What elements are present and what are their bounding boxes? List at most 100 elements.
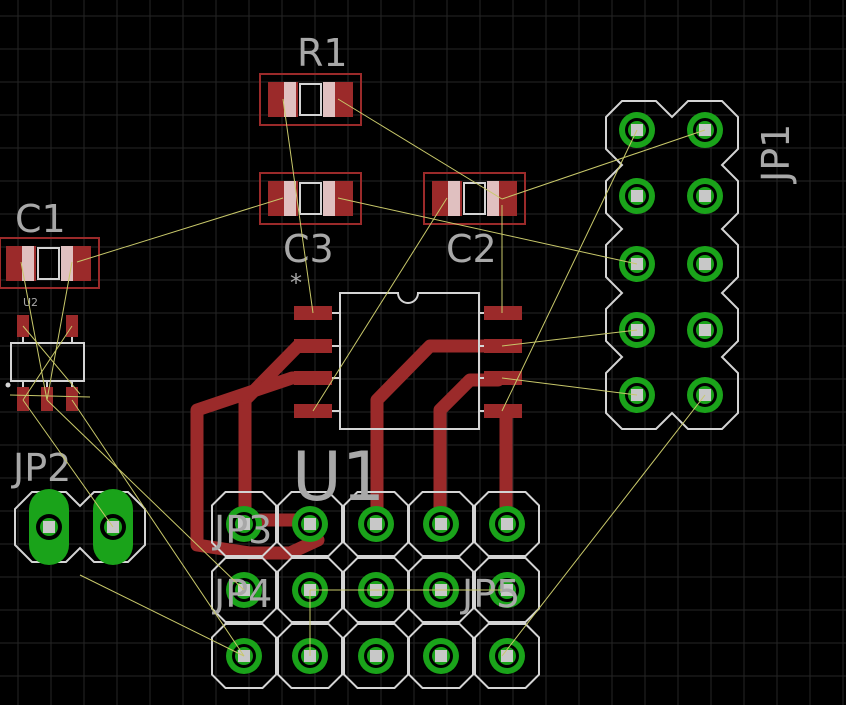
grid-header-cell-outline [211, 623, 277, 689]
airwires [9, 98, 706, 657]
u1-pad-5[interactable] [484, 404, 522, 418]
airwire [46, 399, 245, 591]
label-jp3: JP3 [212, 508, 272, 552]
airwire [76, 197, 284, 263]
airwire [71, 399, 245, 657]
label-jp5: JP5 [460, 572, 520, 616]
ic-u1[interactable] [294, 292, 522, 430]
airwire [22, 325, 73, 401]
grid-header-pad-r3-c5-drill [501, 650, 513, 662]
grid-header-cell-outline [343, 623, 409, 689]
silkscreen-labels: R1 C1 C3 C2 * U2 U1 JP2 JP3 JP4 JP5 JP1 [11, 31, 798, 616]
label-u1-pin1-marker: * [290, 269, 302, 297]
label-jp1: JP1 [754, 124, 798, 184]
c1-body [37, 247, 60, 280]
grid-header-cell-outline [408, 557, 474, 623]
airwire [312, 197, 448, 412]
grid-header-cell-outline [474, 557, 540, 623]
c2-pad-2-highlight [487, 181, 499, 216]
c1-pad-1-highlight [22, 246, 34, 281]
r1-outline [259, 73, 362, 126]
grid-header-cell-outline [343, 557, 409, 623]
resistor-r1[interactable] [259, 73, 362, 126]
grid-header-pad-r1-c1-drill [238, 518, 250, 530]
grid-header-cell-outline [277, 623, 343, 689]
c1-gap [46, 250, 51, 277]
grid-header-cell-outline [474, 491, 540, 557]
grid-header-outlines [211, 491, 540, 689]
c2-gap [472, 185, 477, 212]
airwire [501, 329, 638, 347]
r1-pad-2-highlight [323, 82, 335, 117]
airwire [46, 261, 73, 401]
capacitor-c1[interactable] [0, 237, 100, 289]
jp1-pad-8-drill [699, 324, 711, 336]
grid-header-cell-outline [474, 623, 540, 689]
r1-gap [308, 86, 313, 113]
c3-body [299, 182, 322, 215]
c1-pad-2-highlight [61, 246, 73, 281]
airwire [20, 261, 48, 401]
u1-pad-8[interactable] [484, 306, 522, 320]
u1-body-outline [339, 292, 480, 430]
capacitor-c2[interactable] [423, 172, 526, 225]
airwire [337, 197, 638, 265]
c3-gap [308, 185, 313, 212]
c2-pad-1-highlight [448, 181, 460, 216]
airwire [501, 377, 638, 396]
trace-u1-pin6 [370, 339, 505, 531]
grid-header-cell-outline [211, 557, 277, 623]
jp1-pad-3-drill [631, 190, 643, 202]
jp1-pads [619, 112, 723, 413]
grid-header-pad-r1-c3-drill [370, 518, 382, 530]
grid-header-pad-r1-c4-drill [435, 518, 447, 530]
c2-body [463, 182, 486, 215]
c2-outline [423, 172, 526, 225]
airwire [501, 394, 706, 657]
grid-header-pad-r1-c5-drill [501, 518, 513, 530]
c1-outline [0, 237, 100, 289]
label-r1: R1 [297, 31, 348, 75]
jp2-outline [14, 491, 146, 563]
grid-header-cell-outline [408, 491, 474, 557]
c3-outline [259, 172, 362, 225]
airwire [337, 98, 503, 200]
u1-pad-3[interactable] [294, 371, 332, 385]
u2-pin1-dot [5, 382, 11, 388]
u2-pad-1[interactable] [17, 387, 29, 411]
airwire [501, 129, 638, 412]
label-u2: U2 [23, 296, 38, 309]
jp1-outline [605, 100, 739, 430]
airwire [22, 399, 114, 528]
jp1-pad-6-drill [699, 258, 711, 270]
u2-pad-5[interactable] [66, 387, 78, 411]
airwire [79, 574, 245, 657]
grid-header-cell-outline [408, 623, 474, 689]
grid-header-cell-outline [277, 557, 343, 623]
airwire [22, 325, 81, 395]
grid-header-pad-r3-c3-drill [370, 650, 382, 662]
label-c2: C2 [446, 227, 497, 271]
jp2-pad-1-drill [43, 521, 55, 533]
airwire [282, 98, 314, 314]
label-c3: C3 [283, 227, 334, 271]
grid-header-cell-outline [343, 491, 409, 557]
grid-header-pad-r2-c5-drill [501, 584, 513, 596]
c3-pad-2-highlight [323, 181, 335, 216]
header-jp1[interactable] [605, 100, 739, 430]
airwire [501, 129, 706, 200]
grid-header-cell-outline [277, 491, 343, 557]
c3-pad-1-highlight [284, 181, 296, 216]
r1-pad-1-highlight [284, 82, 296, 117]
grid-header-pad-r1-c2-drill [304, 518, 316, 530]
grid-header-cell-outline [211, 491, 277, 557]
grid-header-pad-r3-c4-drill [435, 650, 447, 662]
label-jp2: JP2 [11, 446, 71, 490]
jp1-pad-4-drill [699, 190, 711, 202]
label-u1: U1 [292, 438, 385, 517]
u1-pad-2[interactable] [294, 339, 332, 353]
label-jp4: JP4 [212, 572, 272, 616]
r1-body [299, 83, 322, 116]
label-c1: C1 [15, 197, 66, 241]
